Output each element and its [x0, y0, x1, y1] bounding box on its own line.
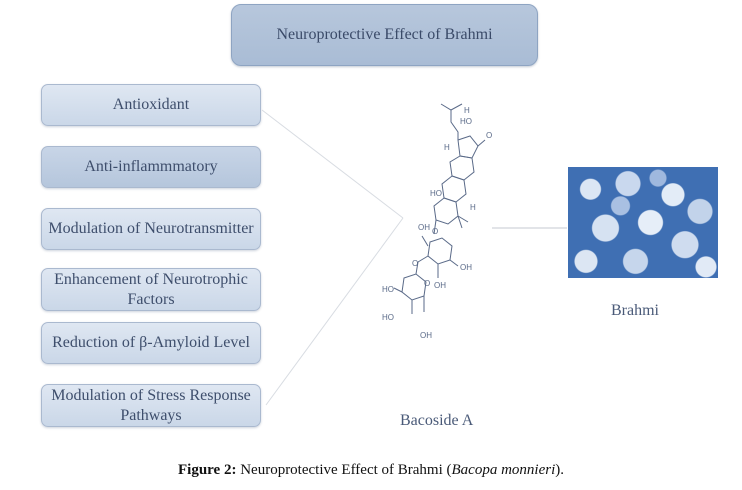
caption-species: Bacopa monnieri	[451, 462, 556, 478]
atom-label: O	[424, 279, 430, 288]
side-chain	[440, 103, 463, 111]
atom-label: OH	[434, 281, 446, 290]
ring-a	[433, 197, 459, 225]
caption-suffix: ).	[555, 462, 564, 478]
plant-name: Brahmi	[611, 302, 659, 319]
atom-label: O	[486, 131, 492, 140]
figure-caption: Figure 2: Neuroprotective Effect of Brah…	[0, 462, 742, 479]
atom-label: H	[444, 143, 450, 152]
atom-label: H	[470, 203, 476, 212]
atom-label: O	[412, 259, 418, 268]
caption-text: Neuroprotective Effect of Brahmi (	[236, 462, 452, 478]
atom-label: HO	[430, 189, 442, 198]
effect-neurotransmitter-modulation: Modulation of Neurotransmitter	[41, 208, 261, 250]
connector-bottom	[265, 217, 404, 406]
atom-label: HO	[460, 117, 472, 126]
atom-label: OH	[418, 223, 430, 232]
effect-beta-amyloid-reduction: Reduction of β-Amyloid Level	[41, 322, 261, 364]
atom-label: OH	[460, 263, 472, 272]
bacoside-a-structure	[393, 103, 486, 314]
sugar-ring-1	[427, 237, 453, 265]
atom-label: O	[432, 227, 438, 236]
atom-label: OH	[420, 331, 432, 340]
effect-antioxidant: Antioxidant	[41, 84, 261, 126]
diagram-title: Neuroprotective Effect of Brahmi	[231, 4, 538, 66]
atom-label: HO	[382, 285, 394, 294]
effect-stress-response-modulation: Modulation of Stress Response Pathways	[41, 384, 261, 427]
ring-d	[457, 135, 479, 159]
caption-prefix: Figure 2:	[177, 462, 237, 478]
brahmi-plant-image	[568, 167, 718, 278]
effect-anti-inflammatory: Anti-inflammmatory	[41, 146, 261, 188]
connector-top	[261, 109, 404, 219]
effect-neurotrophic-enhancement: Enhancement of Neurotrophic Factors	[41, 268, 261, 311]
atom-label: HO	[382, 313, 394, 322]
molecule-name: Bacoside A	[400, 412, 474, 429]
sugar-ring-2	[401, 273, 427, 301]
atom-label: H	[464, 106, 470, 115]
